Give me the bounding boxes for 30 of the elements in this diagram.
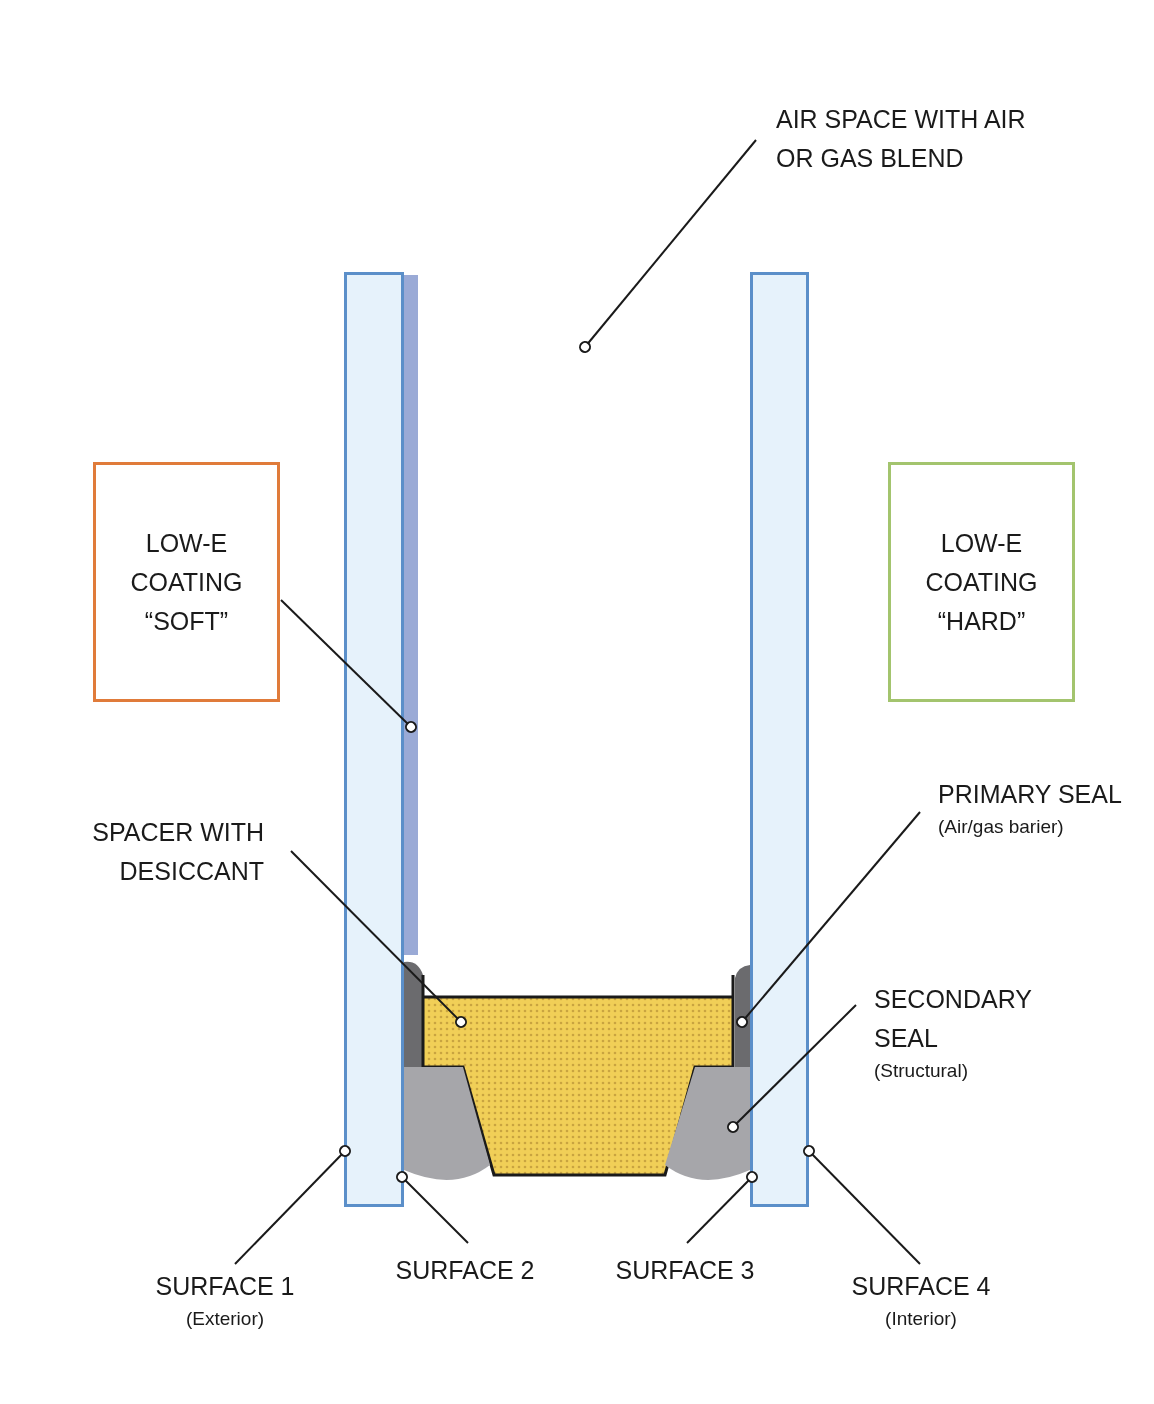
coating-box [93,462,280,702]
glass-pane [344,272,404,1207]
coating-box [888,462,1075,702]
primary-seal [735,965,750,1067]
leader-line [686,1171,758,1244]
leader-line [290,850,467,1028]
leader-line [280,599,417,733]
callout-label: AIR SPACE WITH AIR OR GAS BLEND [776,104,1027,174]
leader-line [234,1145,351,1265]
callout-label: SURFACE 2 [394,1255,536,1286]
spacer-shape [423,975,734,1176]
callout-label: SPACER WITH DESICCANT [91,817,264,887]
glass-pane [750,272,809,1207]
leader-line [396,1171,469,1244]
callout-label: SURFACE 4 [850,1271,992,1302]
callout-note: (Air/gas barier) [938,815,1065,839]
leader-line [803,1145,921,1265]
leader-line [579,139,757,353]
leader-line [727,1004,857,1133]
callout-note: (Structural) [874,1059,969,1083]
callout-label: SURFACE 3 [614,1255,756,1286]
callout-note: (Exterior) [184,1307,266,1331]
leader-line [736,811,921,1028]
coating-strip [404,275,418,955]
callout-note: (Interior) [884,1307,958,1331]
callout-label: LOW-E COATING “HARD” [924,527,1039,637]
callout-label: SURFACE 1 [154,1271,296,1302]
callout-label: SECONDARY SEAL [874,984,1033,1054]
callout-label: LOW-E COATING “SOFT” [129,527,244,637]
callout-label: PRIMARY SEAL [938,779,1123,810]
